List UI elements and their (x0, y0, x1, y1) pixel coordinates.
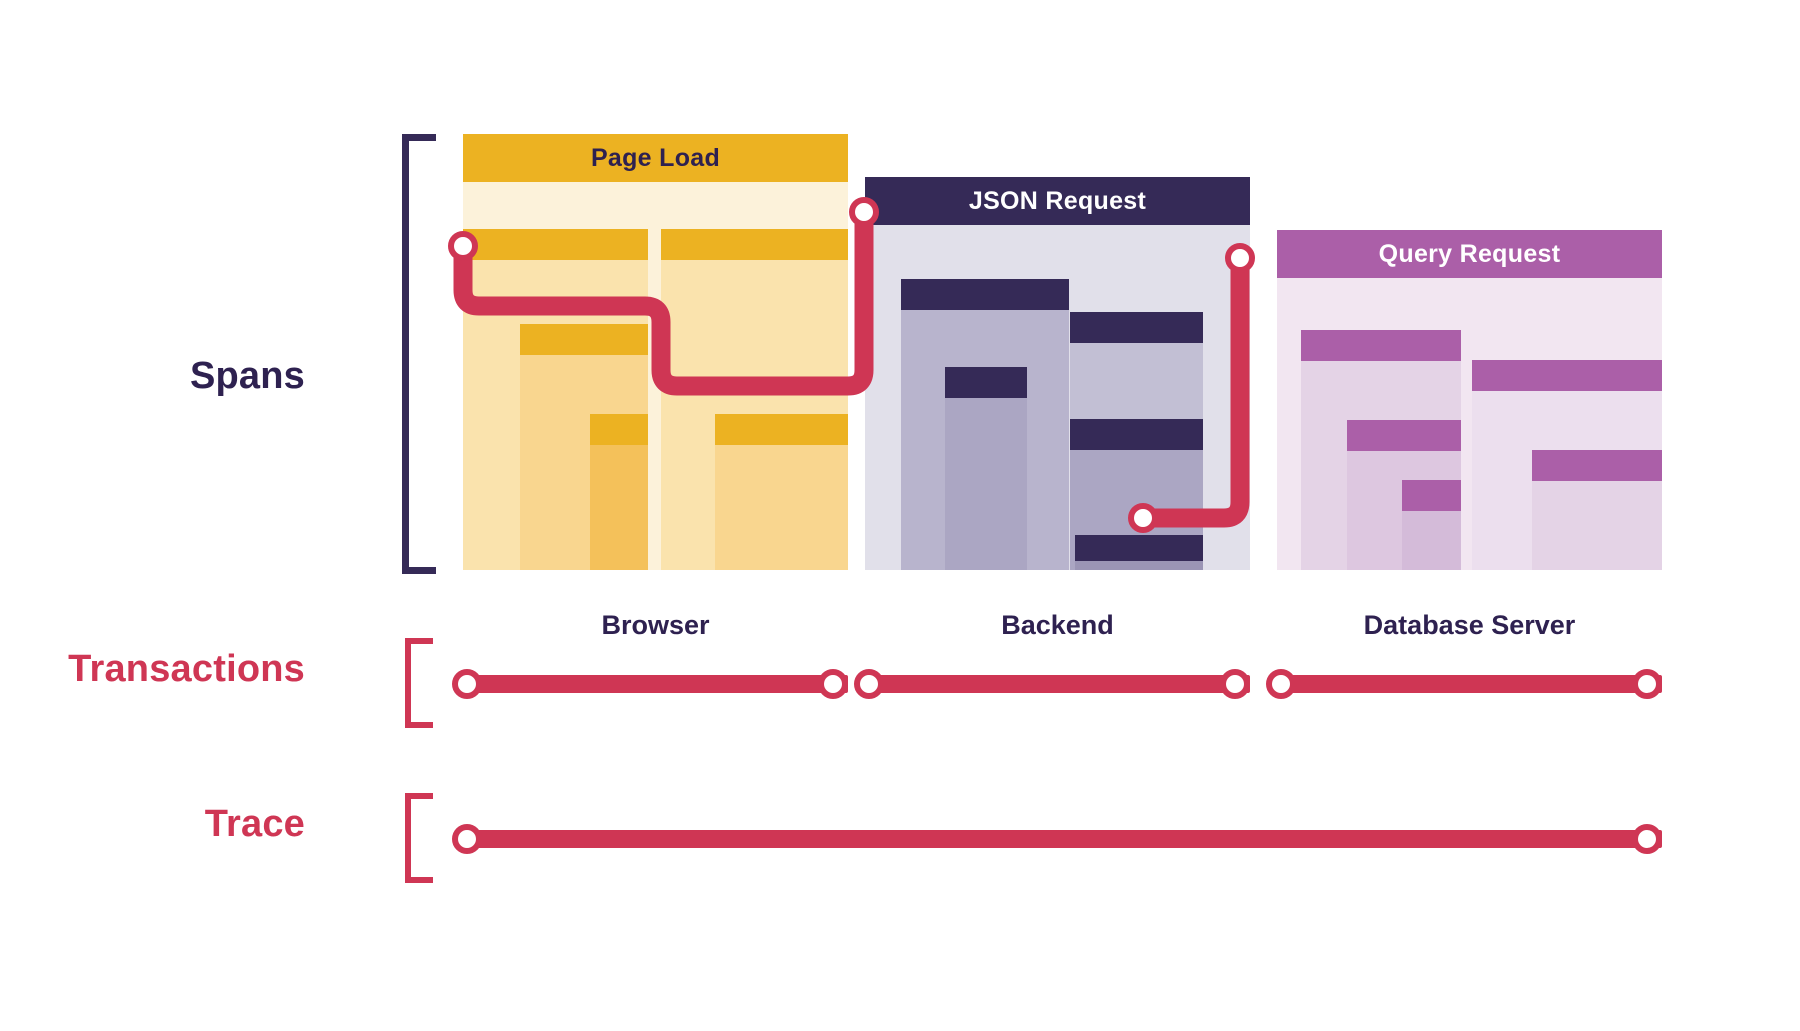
service-header-json-request: JSON Request (865, 177, 1250, 225)
span-cap-browser-3 (590, 414, 648, 445)
service-header-query-request: Query Request (1277, 230, 1662, 278)
transaction-node-backend-start[interactable] (854, 669, 884, 699)
transaction-node-browser-end[interactable] (818, 669, 848, 699)
row-label-spans: Spans (189, 355, 305, 397)
span-cap-backend-1 (901, 279, 1069, 310)
span-bar-database-3[interactable] (1402, 480, 1461, 570)
row-label-trace: Trace (204, 803, 305, 845)
span-cap-database-2 (1347, 420, 1461, 451)
service-header-page-load: Page Load (463, 134, 848, 182)
row-label-transactions: Transactions (68, 648, 305, 690)
span-cap-database-4 (1472, 360, 1662, 391)
span-bar-browser-3[interactable] (590, 414, 648, 570)
connector-node-database-entry[interactable] (1225, 243, 1255, 273)
transaction-node-browser-start[interactable] (452, 669, 482, 699)
connector-node-browser-start[interactable] (448, 231, 478, 261)
span-cap-database-1 (1301, 330, 1461, 361)
transaction-node-database-start[interactable] (1266, 669, 1296, 699)
transaction-node-backend-end[interactable] (1220, 669, 1250, 699)
span-cap-backend-3 (1070, 312, 1203, 343)
span-cap-backend-4 (1070, 419, 1203, 450)
service-caption-browser: Browser (601, 610, 710, 640)
span-cap-browser-1 (463, 229, 648, 260)
service-caption-database: Database Server (1363, 610, 1576, 640)
span-cap-backend-2 (945, 367, 1027, 398)
span-bar-backend-2[interactable] (945, 367, 1027, 570)
trace-node-start[interactable] (452, 824, 482, 854)
transaction-segment-database[interactable] (1277, 675, 1662, 693)
connector-node-backend-entry[interactable] (849, 197, 879, 227)
span-cap-browser-4 (661, 229, 848, 260)
service-group-browser: Page Load (463, 134, 848, 570)
span-cap-backend-5 (1075, 535, 1203, 561)
bracket-trace (405, 793, 433, 883)
trace-node-end[interactable] (1632, 824, 1662, 854)
span-cap-database-3 (1402, 480, 1461, 511)
span-cap-browser-5 (715, 414, 848, 445)
service-group-database: Query Request (1277, 230, 1662, 570)
transaction-segment-backend[interactable] (865, 675, 1250, 693)
transaction-node-database-end[interactable] (1632, 669, 1662, 699)
bracket-transactions (405, 638, 433, 728)
bracket-spans (402, 134, 436, 574)
service-group-backend: JSON Request (865, 177, 1250, 570)
transaction-segment-browser[interactable] (463, 675, 848, 693)
connector-node-backend-exit[interactable] (1128, 503, 1158, 533)
span-bar-backend-5[interactable] (1075, 535, 1203, 570)
span-cap-database-5 (1532, 450, 1662, 481)
trace-segment[interactable] (463, 830, 1662, 848)
span-cap-browser-2 (520, 324, 648, 355)
service-caption-backend: Backend (1001, 610, 1114, 640)
span-bar-database-5[interactable] (1532, 450, 1662, 570)
span-bar-browser-5[interactable] (715, 414, 848, 570)
